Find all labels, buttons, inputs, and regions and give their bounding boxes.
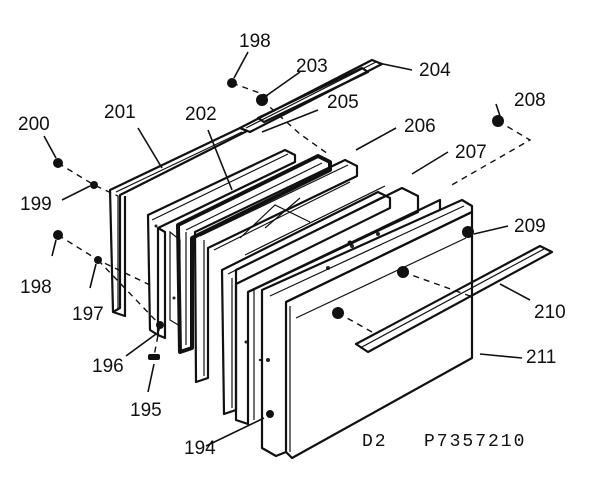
part-210-handle-bar [354, 244, 554, 354]
callout-206: 206 [404, 116, 436, 137]
callout-195: 195 [130, 400, 162, 421]
callout-201: 201 [104, 102, 136, 123]
callout-204: 204 [419, 60, 451, 81]
part-211-outer-door-panel [260, 198, 474, 460]
part-205-glass-frame [193, 158, 359, 384]
callout-196: 196 [92, 356, 124, 377]
callout-194: 194 [184, 438, 216, 459]
callout-200: 200 [18, 114, 50, 135]
part-seal-ring [176, 154, 332, 354]
part-number: P7357210 [424, 432, 526, 452]
callout-209: 209 [514, 216, 546, 237]
callout-205: 205 [327, 92, 359, 113]
drawing-code: D2 [362, 432, 388, 452]
callout-198-left: 198 [20, 277, 52, 298]
part-203-vent-strip [256, 66, 370, 124]
callout-208: 208 [514, 90, 546, 111]
callout-198-top: 198 [239, 31, 271, 52]
callout-197: 197 [72, 304, 104, 325]
alignment-dashes [57, 82, 532, 357]
part-207-door-liner [234, 186, 442, 426]
callout-203: 203 [296, 56, 328, 77]
callout-211: 211 [526, 347, 556, 368]
callout-210: 210 [534, 302, 566, 323]
callout-202: 202 [185, 104, 217, 125]
callouts: 198 203 204 200 201 202 205 206 208 199 … [18, 31, 566, 459]
leader-lines [43, 51, 531, 447]
part-202-inner-liner [146, 148, 297, 340]
callout-207: 207 [455, 142, 487, 163]
callout-199: 199 [20, 194, 52, 215]
